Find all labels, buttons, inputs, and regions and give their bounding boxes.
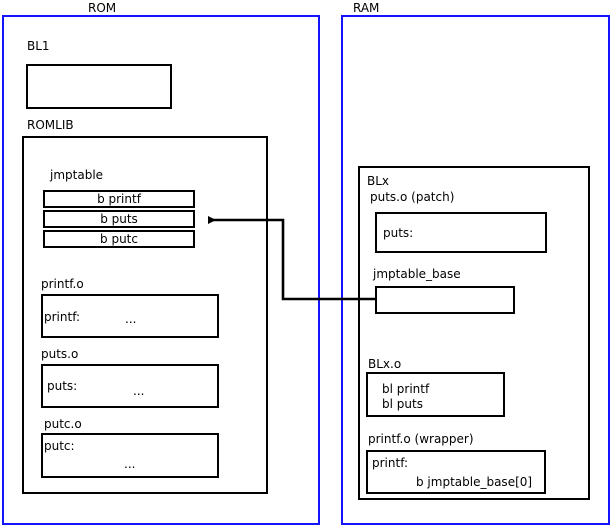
rom-object-label-printf: printf.o	[41, 277, 84, 291]
rom-object-box-puts	[41, 364, 219, 408]
rom-object-label-putc: putc.o	[44, 417, 82, 431]
bl1-box	[26, 64, 172, 109]
rom-body-putc: ...	[124, 457, 136, 471]
printf-wrapper-label: printf.o (wrapper)	[368, 432, 474, 446]
bl1-label: BL1	[27, 39, 50, 53]
printf-wrapper-box	[366, 450, 546, 494]
rom-symbol-putc: putc:	[44, 439, 75, 453]
puts-patch-box	[375, 212, 547, 253]
rom-symbol-printf: printf:	[44, 310, 81, 324]
jmptable-entry-1: b puts	[43, 210, 195, 228]
blxo-label: BLx.o	[368, 357, 402, 371]
ram-region-title: RAM	[353, 1, 380, 15]
rom-symbol-puts: puts:	[47, 379, 78, 393]
printf-wrapper-symbol: printf:	[372, 456, 409, 470]
rom-object-label-puts: puts.o	[41, 347, 79, 361]
jmptable-label: jmptable	[50, 168, 104, 182]
rom-body-puts: ...	[133, 384, 145, 398]
blxo-instruction-0: bl printf	[382, 382, 430, 396]
blx-label: BLx	[367, 174, 390, 188]
blxo-instruction-1: bl puts	[382, 397, 423, 411]
puts-patch-symbol: puts:	[383, 226, 414, 240]
jmptable-base-box	[375, 286, 515, 314]
rom-object-box-printf	[41, 294, 219, 338]
romlib-label: ROMLIB	[27, 118, 74, 132]
rom-object-box-putc	[41, 433, 219, 478]
jmptable-entry-2: b putc	[43, 230, 195, 248]
jmptable-base-label: jmptable_base	[373, 267, 461, 281]
blxo-box	[366, 372, 505, 417]
printf-wrapper-branch: b jmptable_base[0]	[416, 475, 533, 489]
puts-patch-label: puts.o (patch)	[370, 190, 455, 204]
jmptable-entry-0: b printf	[43, 190, 195, 208]
rom-body-printf: ...	[125, 312, 137, 326]
rom-region-title: ROM	[88, 1, 117, 15]
